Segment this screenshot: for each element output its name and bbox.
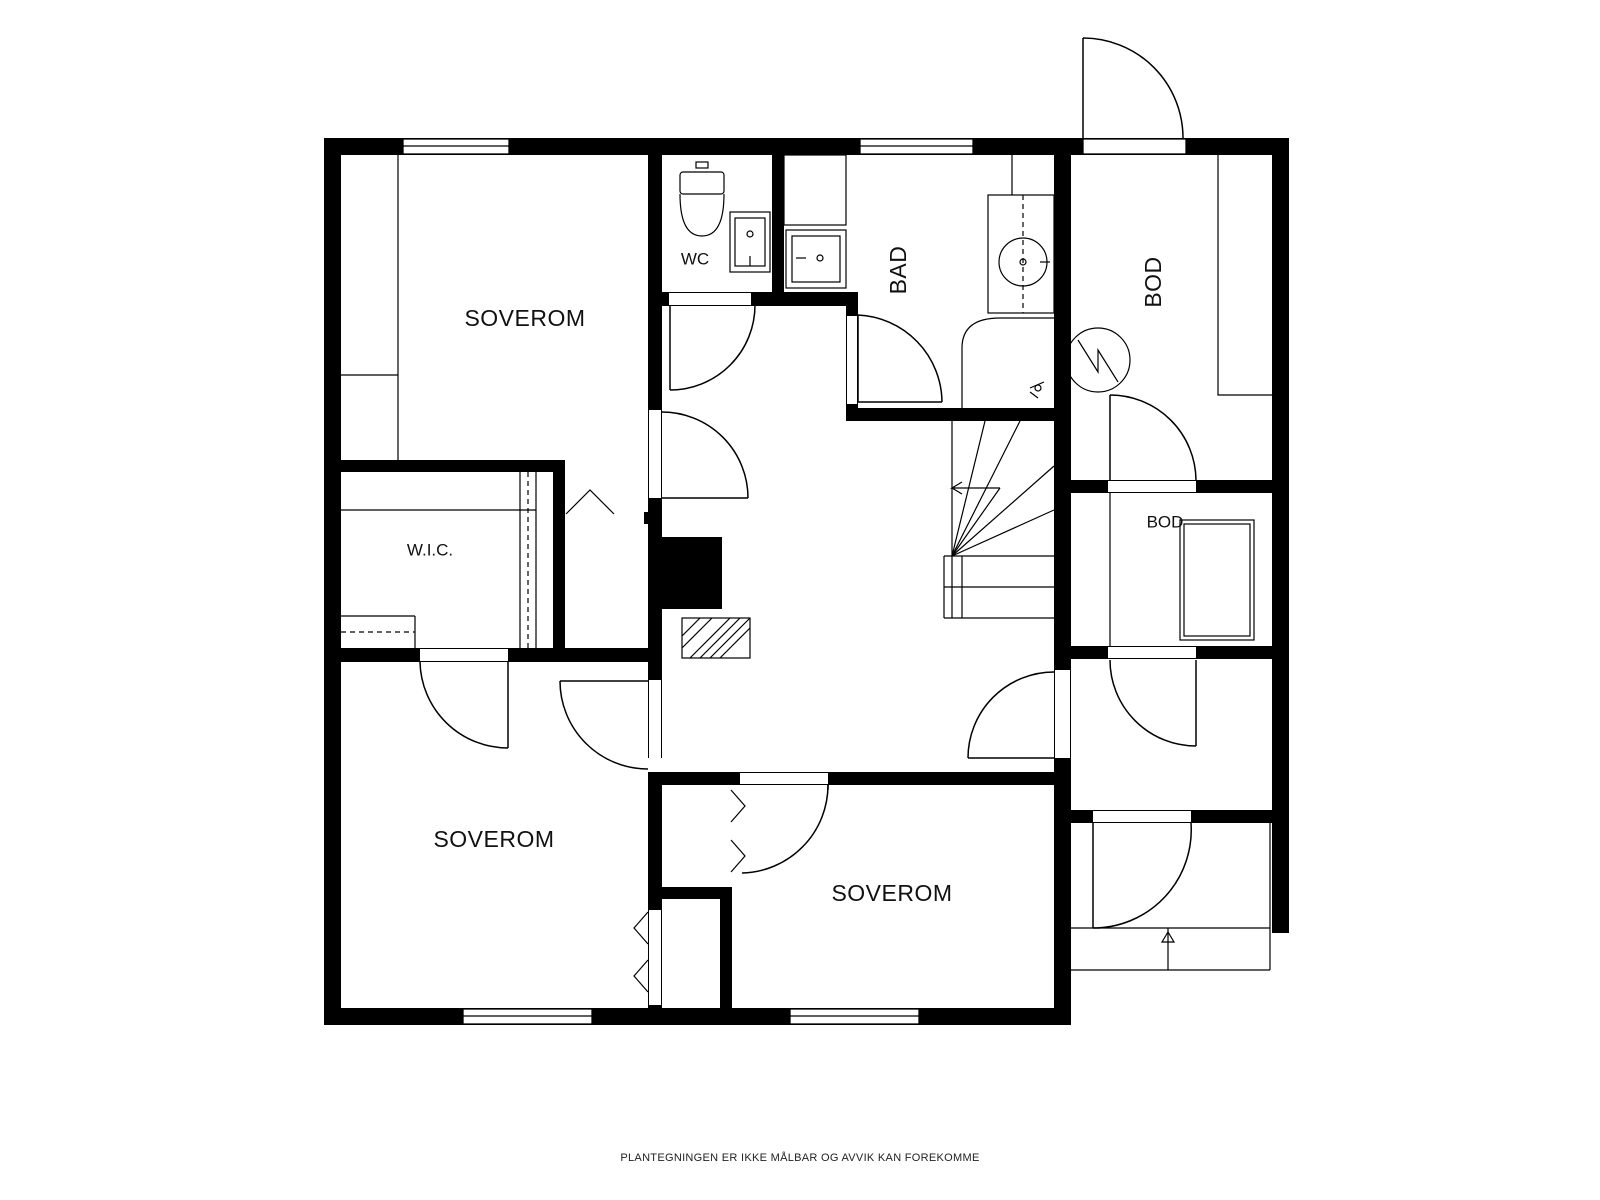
room-label-bedroom-top-left: SOVEROM <box>464 305 585 331</box>
toilet-icon <box>679 161 725 237</box>
door-swing-icon <box>661 411 749 499</box>
closet-fixtures <box>341 472 537 648</box>
door-swing-icon <box>1109 659 1197 747</box>
door-swing-icon <box>1109 394 1197 481</box>
door-swing-icon <box>1092 822 1192 929</box>
door-swing-icon <box>419 661 509 749</box>
door-swing-icon <box>669 304 756 391</box>
windows <box>402 138 1187 1025</box>
disclaimer-text: PLANTEGNINGEN ER IKKE MÅLBAR OG AVVIK KA… <box>620 1152 980 1164</box>
entry-porch <box>1071 823 1271 971</box>
room-label-walk-in-closet: W.I.C. <box>407 540 453 559</box>
staircase-icon <box>943 420 1055 619</box>
door-swing-icon <box>967 671 1055 759</box>
fireplace-icon <box>644 512 751 659</box>
electrical-panel-icon <box>1065 327 1131 393</box>
shower-icon <box>961 317 1054 408</box>
door-swing-icon <box>565 489 746 993</box>
room-label-wc: WC <box>681 249 709 268</box>
sink-icon <box>729 211 771 273</box>
room-label-storage-top: BOD <box>1140 256 1166 307</box>
wardrobe <box>341 155 399 460</box>
door-swing-icon <box>559 680 649 770</box>
window-icon <box>1082 138 1187 155</box>
room-label-bedroom-bottom-middle: SOVEROM <box>831 880 952 906</box>
bathroom-fixtures <box>987 155 1055 314</box>
sink-icon <box>783 154 847 289</box>
door-swing-icon <box>741 784 829 874</box>
door-swing-icon <box>1082 37 1184 139</box>
room-label-bedroom-bottom-left: SOVEROM <box>433 826 554 852</box>
door-swing-icon <box>857 314 943 403</box>
room-label-storage-middle: BOD <box>1147 512 1184 531</box>
storage-fixtures <box>1109 155 1272 646</box>
door-openings <box>420 293 1196 1005</box>
door-swings <box>419 37 1197 993</box>
room-label-bathroom: BAD <box>885 246 911 295</box>
